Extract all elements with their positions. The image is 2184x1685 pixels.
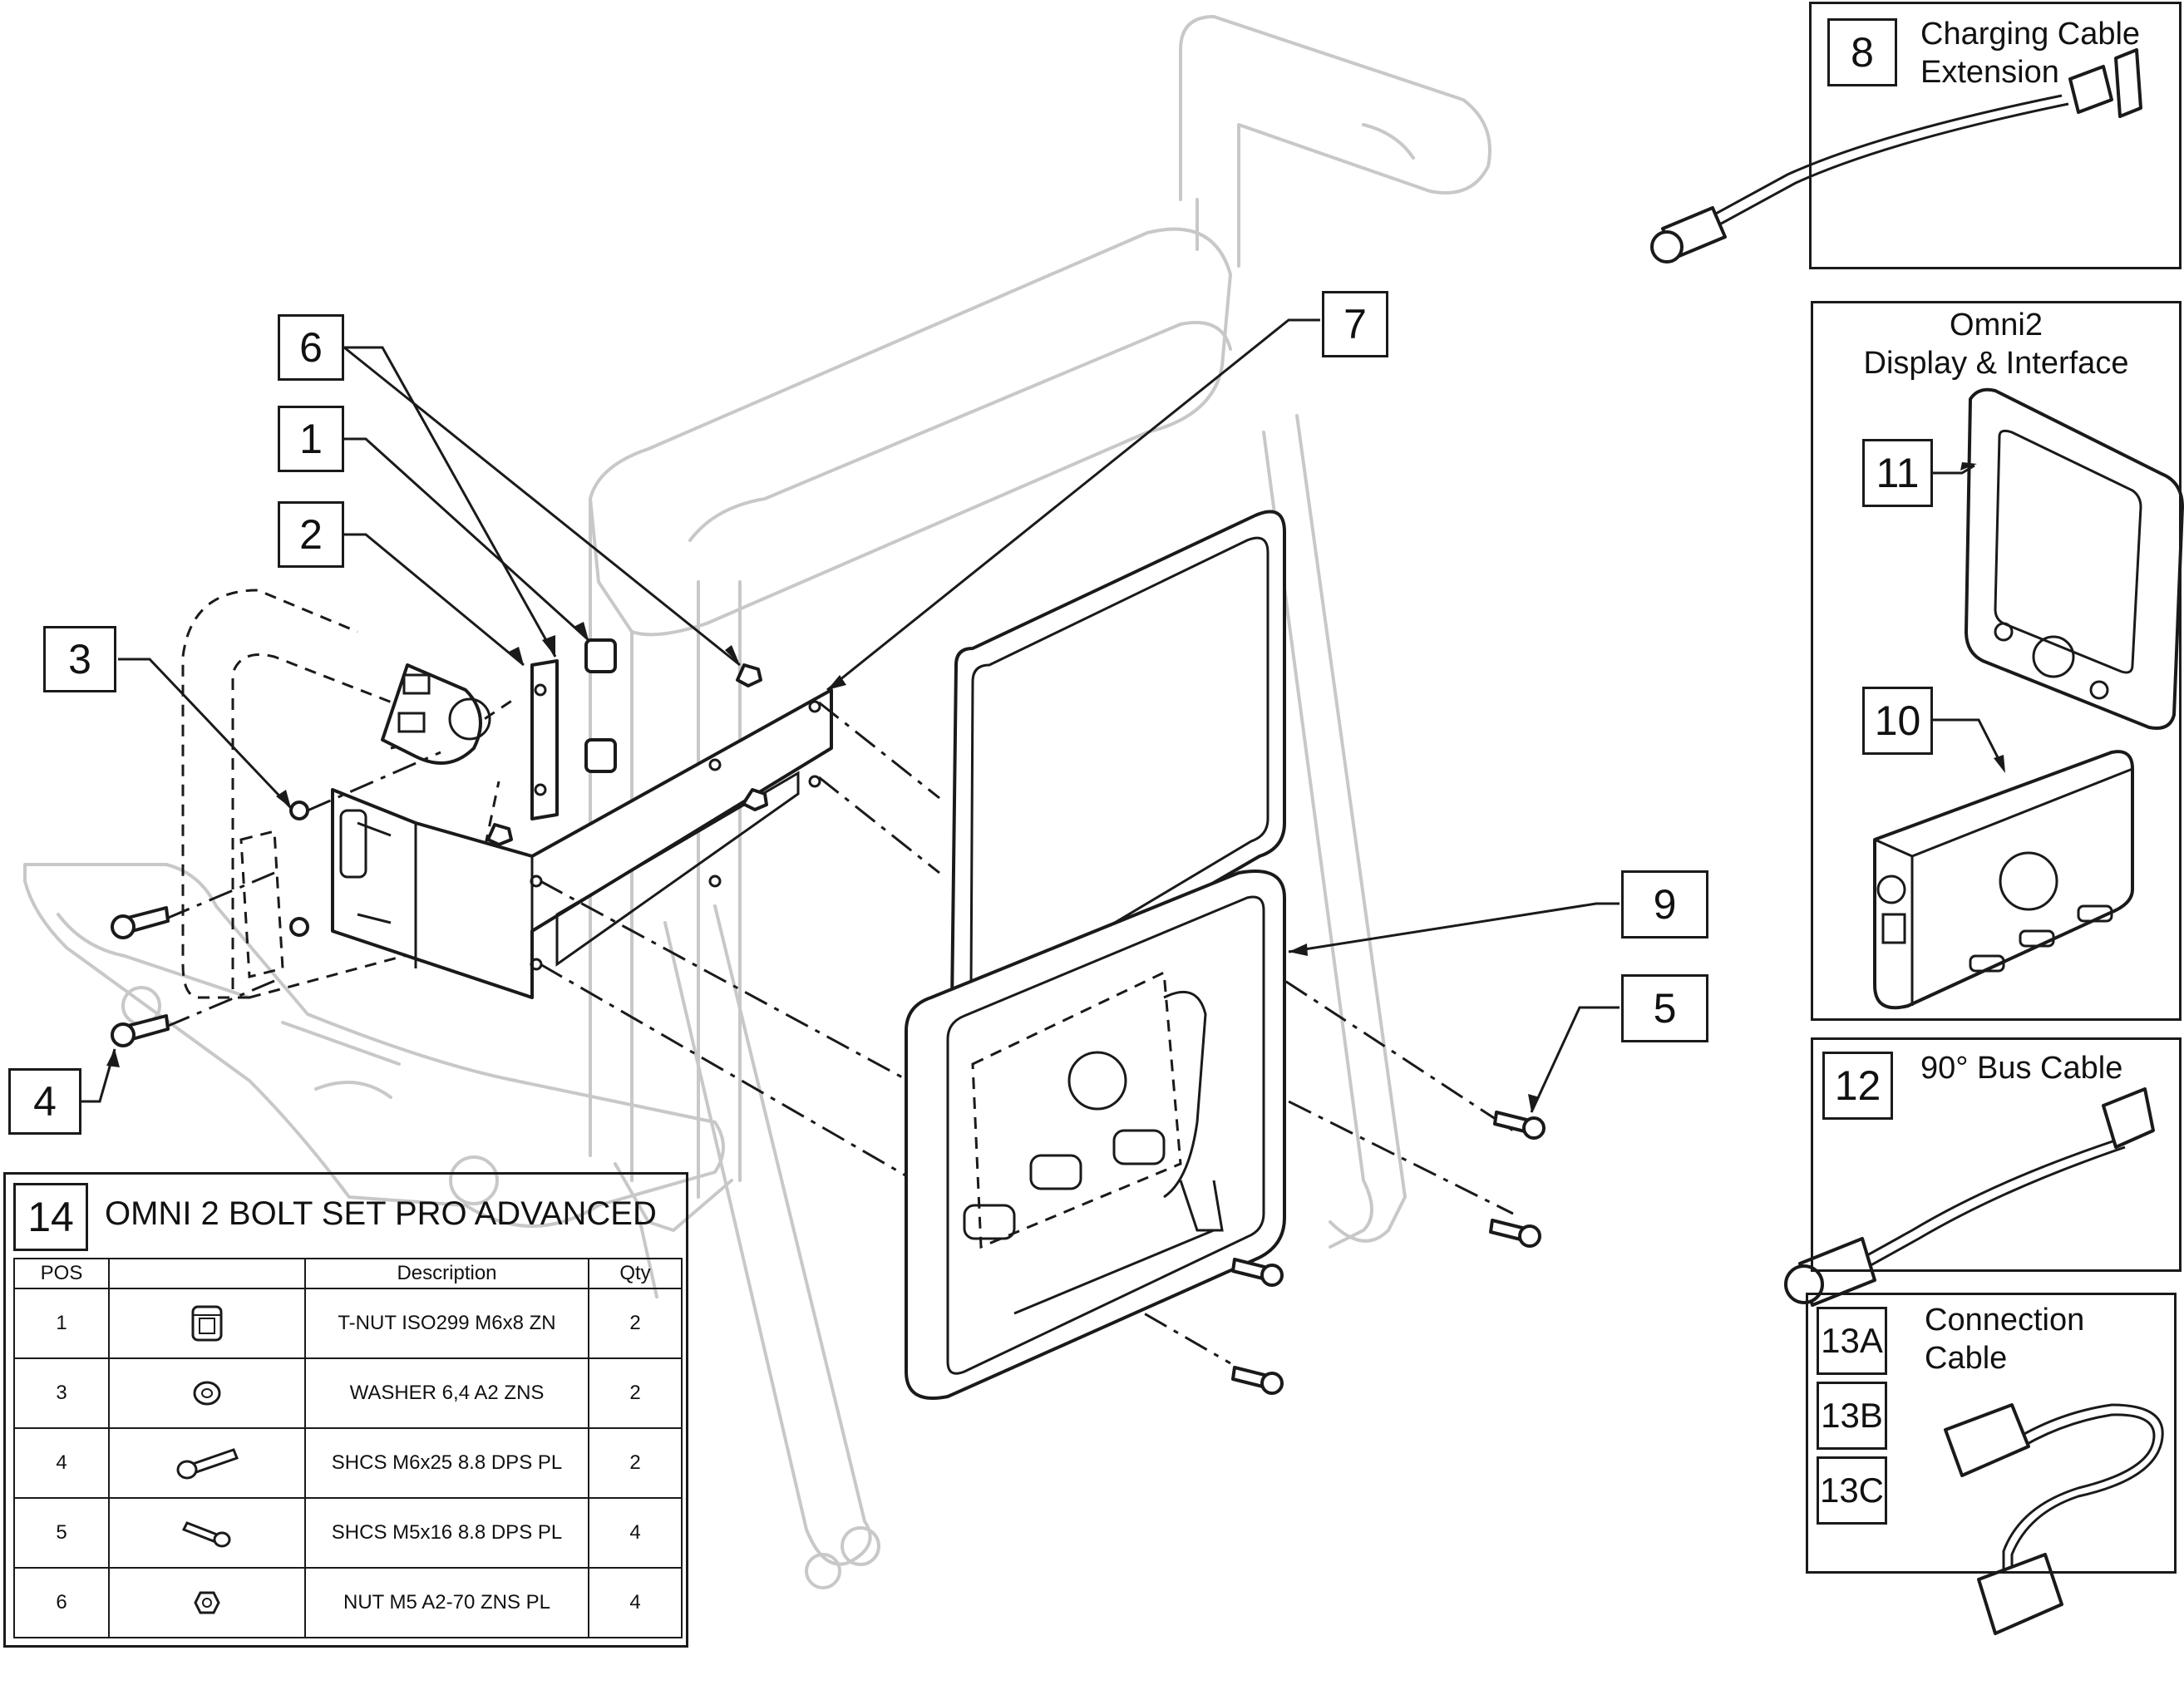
bom-row: 1 T-NUT ISO299 M6x8 ZN 2 bbox=[13, 1288, 683, 1359]
leader-lines bbox=[79, 318, 1620, 1113]
omni-display-drawing bbox=[1965, 387, 2184, 730]
enclosure-box bbox=[905, 870, 1286, 1400]
omni2-title-line2: Display & Interface bbox=[1863, 346, 2129, 381]
t-nut-icon bbox=[108, 1288, 306, 1359]
bom-header-row: POS Description Qty bbox=[13, 1258, 683, 1289]
callout-4: 4 bbox=[8, 1068, 81, 1135]
bom-description: NUT M5 A2-70 ZNS PL bbox=[304, 1567, 589, 1638]
callout-6: 6 bbox=[278, 314, 344, 381]
bom-header-icon bbox=[108, 1258, 306, 1289]
bom-row: 4 SHCS M6x25 8.8 DPS PL 2 bbox=[13, 1427, 683, 1499]
panel-connection-cable bbox=[1806, 1293, 2177, 1574]
panel-charging-cable bbox=[1809, 2, 2182, 269]
bom-header-description: Description bbox=[304, 1258, 589, 1289]
washers bbox=[289, 801, 309, 937]
bus-cable-title: 90° Bus Cable bbox=[1920, 1051, 2123, 1086]
clamp-block bbox=[239, 830, 284, 978]
callout-11: 11 bbox=[1862, 439, 1933, 507]
bom-description: WASHER 6,4 A2 ZNS bbox=[304, 1357, 589, 1429]
callout-1: 1 bbox=[278, 406, 344, 472]
panel-omni2-display bbox=[1811, 301, 2182, 1021]
callout-13c: 13C bbox=[1817, 1456, 1887, 1525]
callout-3: 3 bbox=[43, 626, 116, 692]
bom-header-qty: Qty bbox=[588, 1258, 683, 1289]
bom-description: T-NUT ISO299 M6x8 ZN bbox=[304, 1288, 589, 1359]
short-bolts bbox=[1231, 1111, 1546, 1395]
callout-8: 8 bbox=[1827, 18, 1897, 86]
callout-13a: 13A bbox=[1817, 1307, 1887, 1375]
connection-cable-title-line1: Connection bbox=[1925, 1303, 2085, 1338]
bom-header-pos: POS bbox=[13, 1258, 110, 1289]
bom-panel bbox=[3, 1172, 688, 1648]
charging-cable-drawing bbox=[1650, 48, 2142, 264]
omni2-title-line1: Omni2 bbox=[1950, 308, 2043, 342]
bom-row: 5 SHCS M5x16 8.8 DPS PL 4 bbox=[13, 1497, 683, 1569]
bom-pos: 4 bbox=[13, 1427, 110, 1499]
callout-9: 9 bbox=[1621, 870, 1708, 939]
t-nuts bbox=[584, 638, 617, 773]
clamp-plate bbox=[530, 659, 559, 820]
bom-pos: 5 bbox=[13, 1497, 110, 1569]
bom-pos: 6 bbox=[13, 1567, 110, 1638]
callout-2: 2 bbox=[278, 501, 344, 568]
short-bolt-icon bbox=[108, 1497, 306, 1569]
omni-module-drawing bbox=[1873, 750, 2134, 1010]
bom-title: OMNI 2 BOLT SET PRO ADVANCED bbox=[105, 1195, 657, 1232]
bom-qty: 2 bbox=[588, 1288, 683, 1359]
bom-description: SHCS M5x16 8.8 DPS PL bbox=[304, 1497, 589, 1569]
nuts bbox=[486, 663, 768, 846]
handle-knob bbox=[381, 663, 491, 765]
long-bolt-icon bbox=[108, 1427, 306, 1499]
callout-13b: 13B bbox=[1817, 1382, 1887, 1450]
bom-description: SHCS M6x25 8.8 DPS PL bbox=[304, 1427, 589, 1499]
bom-qty: 2 bbox=[588, 1427, 683, 1499]
callout-12: 12 bbox=[1822, 1052, 1893, 1120]
connection-cable-title-line2: Cable bbox=[1925, 1341, 2008, 1376]
callout-14: 14 bbox=[13, 1183, 88, 1251]
bom-qty: 4 bbox=[588, 1497, 683, 1569]
charging-cable-title-line1: Charging Cable bbox=[1920, 17, 2141, 52]
callout-7: 7 bbox=[1322, 291, 1388, 357]
bom-row: 6 NUT M5 A2-70 ZNS PL 4 bbox=[13, 1567, 683, 1638]
bom-pos: 3 bbox=[13, 1357, 110, 1429]
callout-5: 5 bbox=[1621, 974, 1708, 1042]
bom-row: 3 WASHER 6,4 A2 ZNS 2 bbox=[13, 1357, 683, 1429]
washer-icon bbox=[108, 1357, 306, 1429]
bom-qty: 2 bbox=[588, 1357, 683, 1429]
bom-qty: 4 bbox=[588, 1567, 683, 1638]
bom-pos: 1 bbox=[13, 1288, 110, 1359]
bom-table: POS Description Qty 1 T-NUT ISO299 M6x8 … bbox=[13, 1258, 683, 1638]
callout-10: 10 bbox=[1862, 687, 1933, 755]
charging-cable-title-line2: Extension bbox=[1920, 55, 2059, 90]
long-bolts bbox=[111, 906, 170, 1047]
connection-cable-drawing bbox=[1944, 1403, 2164, 1635]
nut-icon bbox=[108, 1567, 306, 1638]
mounting-bracket bbox=[331, 688, 833, 999]
panel-bus-cable bbox=[1811, 1037, 2182, 1272]
